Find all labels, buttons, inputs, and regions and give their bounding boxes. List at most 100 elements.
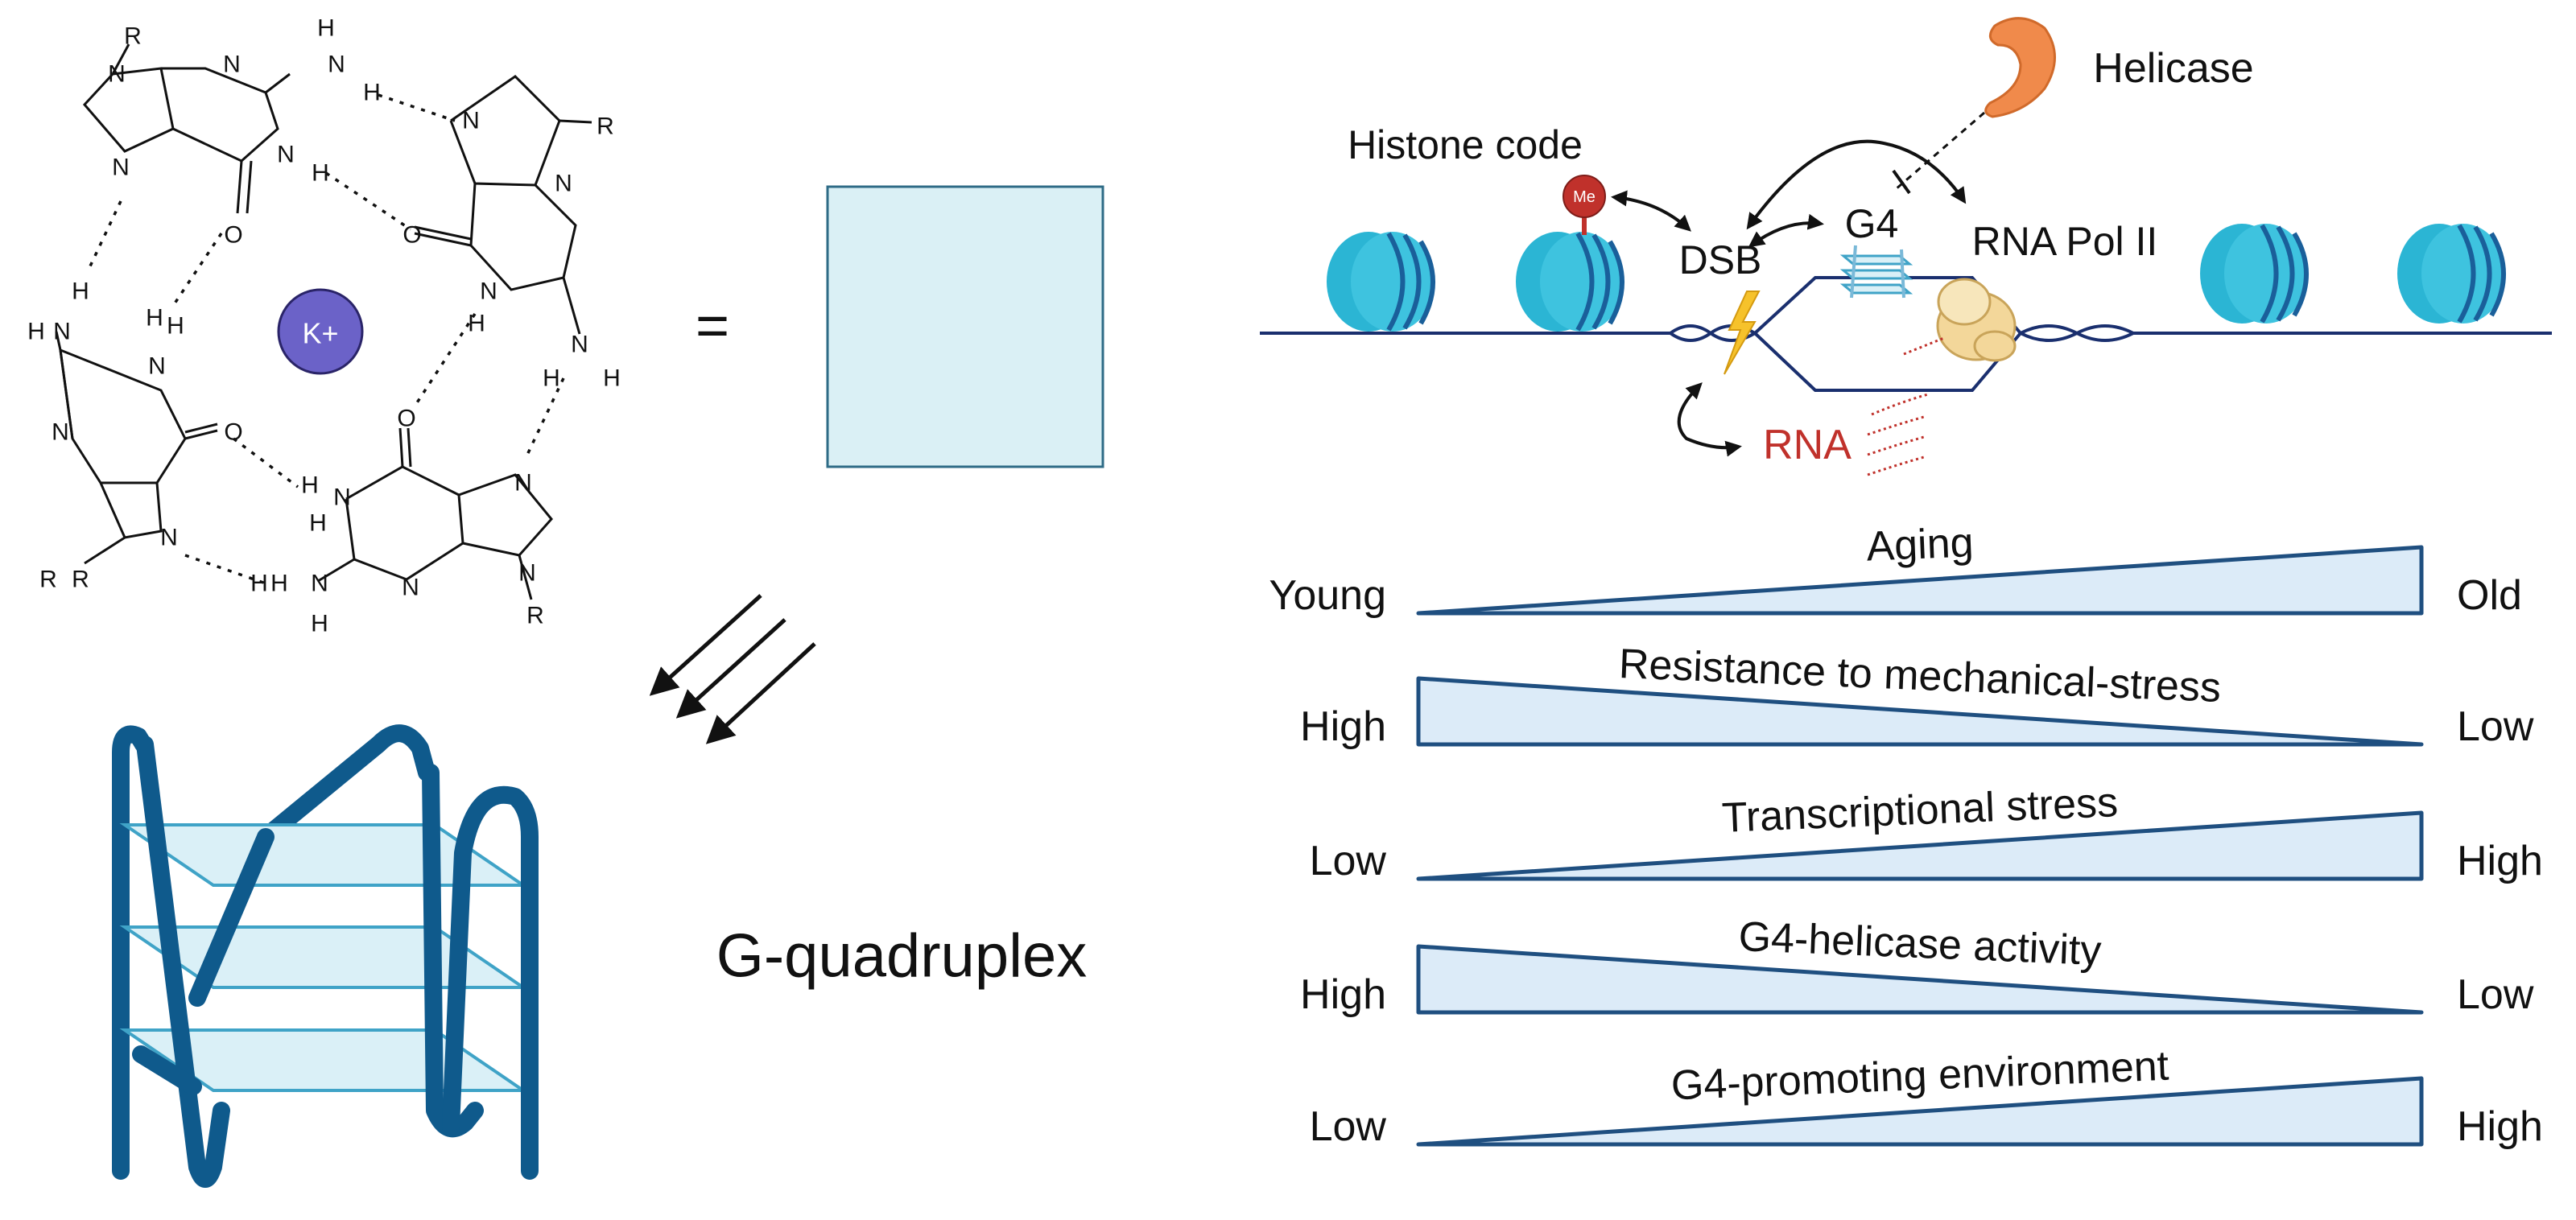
- rna-transcripts: [1867, 336, 1945, 476]
- gradient-row: Young Old Aging: [1269, 519, 2522, 619]
- nucleosome: [2200, 224, 2309, 324]
- svg-text:H: H: [146, 305, 163, 332]
- svg-text:N: N: [52, 419, 69, 446]
- quadruplex-backbone-back: [112, 724, 436, 1180]
- svg-text:N: N: [518, 560, 536, 587]
- svg-text:N: N: [333, 484, 351, 511]
- svg-text:N: N: [112, 155, 130, 181]
- gradient-title: G4-helicase activity: [1738, 913, 2103, 975]
- svg-text:R: R: [124, 23, 142, 50]
- gradient-wedge: [1416, 1076, 2424, 1147]
- potassium-ion: [277, 288, 364, 375]
- gradient-left-label: High: [1300, 703, 1386, 750]
- potassium-ion-label: K+: [302, 317, 338, 350]
- helicase-inhibition-line: [1895, 111, 1985, 191]
- svg-text:H: H: [543, 365, 560, 392]
- tetrad-square-symbol: [826, 185, 1104, 468]
- hydrogen-bonds: [87, 93, 565, 585]
- svg-text:N: N: [53, 319, 71, 345]
- gradient-right-label: Low: [2457, 703, 2534, 750]
- gradient-row: High Low G4-helicase activity: [1300, 913, 2534, 1018]
- gradient-wedge: [1416, 676, 2424, 747]
- methyl-mark-label: Me: [1573, 188, 1596, 206]
- svg-text:O: O: [402, 222, 421, 249]
- gradient-title: Aging: [1865, 519, 1974, 570]
- rna-label: RNA: [1763, 422, 1852, 468]
- dna-double-helix-right: [2020, 324, 2134, 342]
- svg-text:R: R: [526, 603, 544, 629]
- helicase-icon: [1984, 17, 2056, 118]
- svg-text:R: R: [72, 567, 89, 593]
- nucleosome: [1516, 232, 1624, 332]
- svg-text:N: N: [311, 571, 328, 597]
- dna-strand: [1260, 276, 2552, 392]
- svg-text:N: N: [223, 52, 241, 78]
- chromatin-diagram: Me Histone code DSB G4 RNA Pol II Helica…: [1260, 17, 2552, 476]
- svg-text:H: H: [27, 319, 45, 345]
- equals-sign: =: [696, 294, 729, 358]
- svg-text:H: H: [312, 160, 329, 187]
- svg-text:H: H: [301, 472, 319, 499]
- gradient-wedge: [1416, 545, 2424, 616]
- gradient-right-label: High: [2457, 838, 2543, 884]
- gradient-left-label: Low: [1310, 1103, 1387, 1150]
- svg-text:H: H: [603, 365, 621, 392]
- g4-label: G4: [1845, 201, 1899, 246]
- g-quadruplex-label: G-quadruplex: [716, 922, 1088, 991]
- gradient-row: Low High Transcriptional stress: [1310, 779, 2543, 884]
- svg-text:N: N: [571, 332, 588, 358]
- svg-text:H: H: [363, 80, 381, 106]
- g4-structure-icon: [1839, 245, 1913, 299]
- g-tetrad-structure: R N N H N H N N H O N R N O N H N H H H …: [27, 15, 621, 637]
- svg-text:N: N: [277, 142, 295, 168]
- svg-text:H: H: [270, 571, 288, 597]
- tetrad-bonds: [55, 43, 592, 600]
- svg-text:H: H: [468, 311, 485, 337]
- interaction-arrows: [1611, 139, 1967, 457]
- svg-text:H: H: [72, 278, 89, 305]
- rna-pol-ii-label: RNA Pol II: [1972, 219, 2158, 264]
- nucleosome: [1327, 232, 1435, 332]
- dsb-lightning-icon: [1724, 291, 1761, 375]
- svg-text:H: H: [250, 571, 268, 597]
- svg-text:H: H: [317, 15, 335, 42]
- svg-text:O: O: [397, 406, 415, 432]
- helicase-label: Helicase: [2093, 45, 2253, 92]
- svg-text:R: R: [597, 113, 614, 140]
- gradient-right-label: Old: [2457, 572, 2522, 619]
- gradient-left-label: High: [1300, 971, 1386, 1018]
- svg-text:O: O: [224, 419, 242, 446]
- svg-text:N: N: [402, 575, 419, 601]
- gradient-left-label: Low: [1310, 838, 1387, 884]
- gradient-wedge: [1416, 810, 2424, 881]
- svg-text:N: N: [480, 278, 497, 305]
- svg-text:N: N: [462, 108, 480, 134]
- svg-text:R: R: [39, 567, 57, 593]
- gradient-right-label: High: [2457, 1103, 2543, 1150]
- svg-text:N: N: [108, 61, 126, 88]
- svg-text:O: O: [224, 222, 242, 249]
- dsb-label: DSB: [1679, 237, 1762, 282]
- svg-text:N: N: [148, 353, 166, 380]
- svg-text:N: N: [514, 470, 532, 497]
- methyl-mark: [1563, 175, 1606, 218]
- stacking-arrows: [649, 594, 816, 744]
- inhibition-bar: [1892, 169, 1911, 195]
- tetrad-atoms: R N N H N H N N H O N R N O N H N H H H …: [27, 15, 621, 637]
- gradient-left-label: Young: [1269, 572, 1386, 619]
- svg-text:N: N: [555, 171, 572, 197]
- svg-text:N: N: [328, 52, 345, 78]
- gradient-right-label: Low: [2457, 971, 2534, 1018]
- gradient-title: Transcriptional stress: [1721, 779, 2119, 842]
- svg-text:H: H: [167, 313, 184, 340]
- nucleosome: [2397, 224, 2506, 324]
- svg-text:H: H: [309, 510, 327, 537]
- histone-code-label: Histone code: [1348, 122, 1583, 167]
- rna-pol-ii-icon: [1936, 278, 2017, 362]
- gradient-wedge: [1416, 944, 2424, 1015]
- svg-text:H: H: [311, 611, 328, 637]
- svg-text:N: N: [160, 525, 178, 551]
